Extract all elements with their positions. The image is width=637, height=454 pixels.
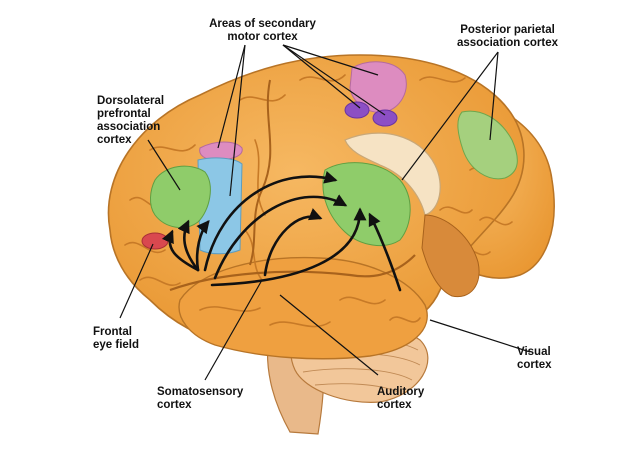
- lateral-fissure: [169, 254, 416, 292]
- flow-arrows: [161, 170, 402, 292]
- dorsolateral-prefrontal-region: [150, 165, 211, 229]
- posterior-parietal-medial-region: [457, 110, 518, 180]
- posterior-parietal-region: [322, 162, 411, 247]
- label-somatosensory-cortex: Somatosensory cortex: [157, 386, 244, 411]
- label-visual-cortex: Visual cortex: [517, 346, 552, 371]
- leader-lines: [119, 44, 531, 381]
- frontal-eye-field-region: [141, 232, 169, 250]
- label-posterior-parietal-association-cortex: Posterior parietal association cortex: [457, 24, 558, 49]
- label-dorsolateral-prefrontal-association-cortex: Dorsolateral prefrontal association cort…: [97, 95, 165, 146]
- visual-cortex-region: [421, 214, 480, 298]
- secondary-motor-purple-region-2: [372, 109, 398, 127]
- label-secondary-motor-cortex: Areas of secondary motor cortex: [209, 18, 316, 43]
- secondary-motor-frontal-pink-region: [199, 141, 243, 161]
- secondary-motor-purple-region-1: [344, 101, 370, 119]
- label-auditory-cortex: Auditory cortex: [377, 386, 425, 411]
- label-frontal-eye-field: Frontal eye field: [93, 326, 140, 351]
